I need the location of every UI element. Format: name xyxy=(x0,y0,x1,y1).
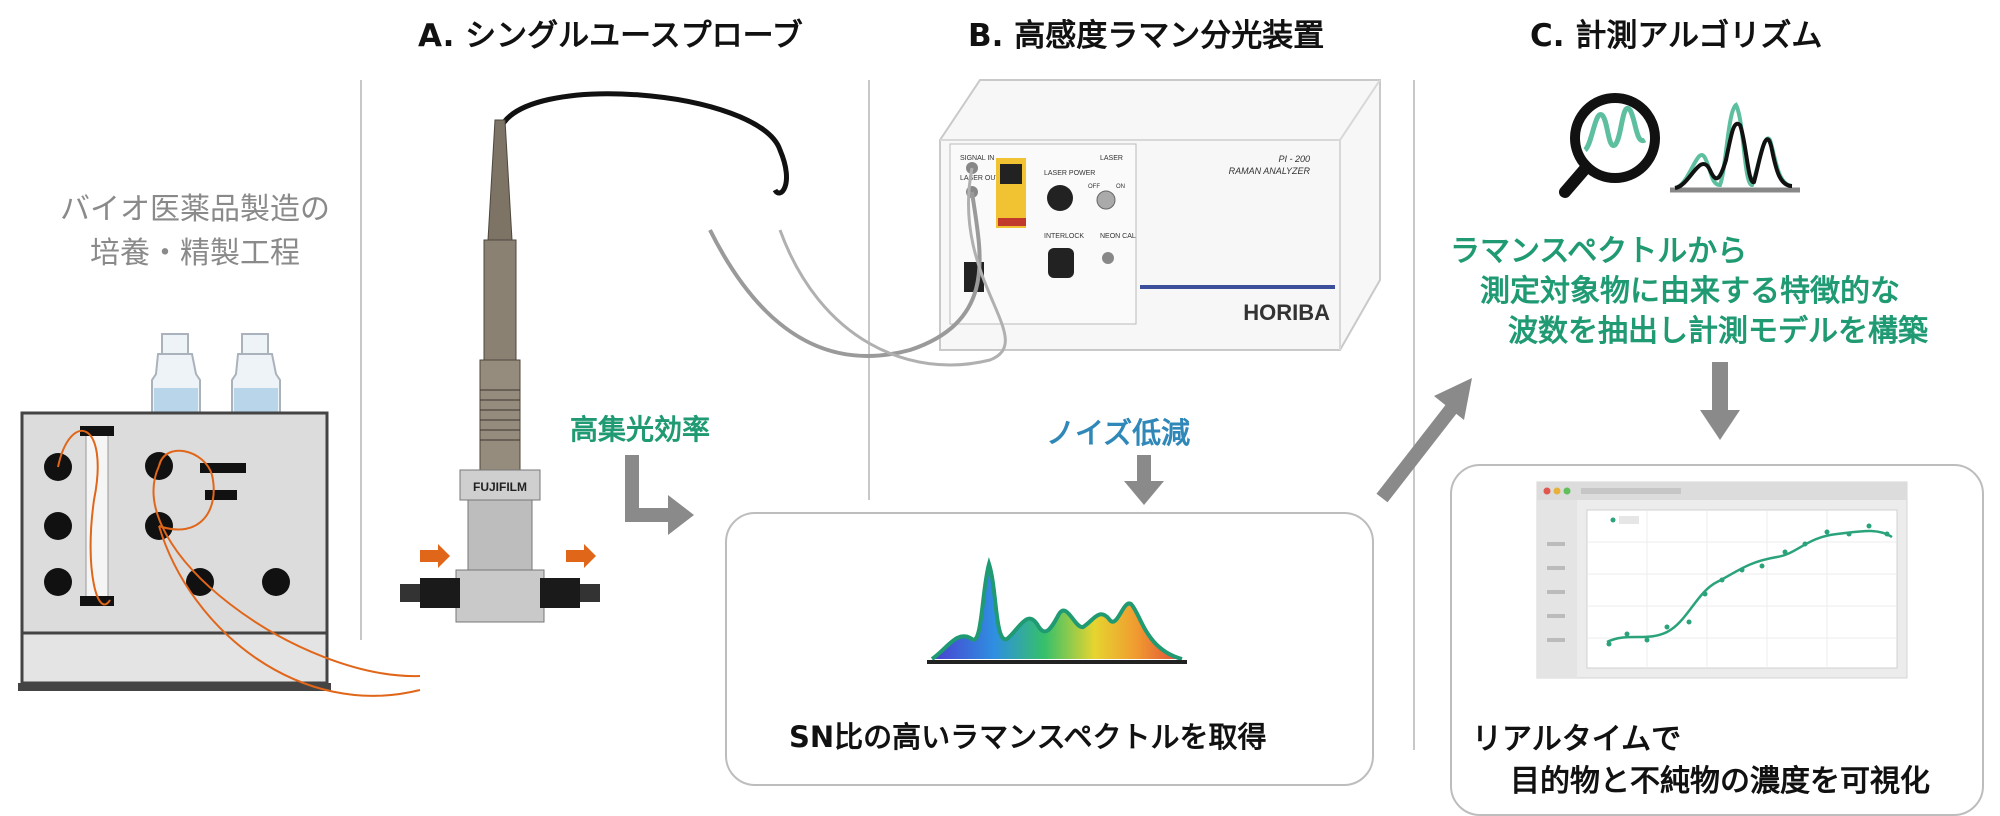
spectrum-caption: SN比の高いラマンスペクトルを取得 xyxy=(789,720,1267,754)
flow-arrow-icon xyxy=(566,544,596,568)
process-line-1: バイオ医薬品製造の xyxy=(60,192,330,227)
bottle-icon xyxy=(151,333,201,416)
algorithm-line-3: 波数を抽出し計測モデルを構築 xyxy=(1508,314,1928,349)
bottle-icon xyxy=(231,333,281,416)
divider-3 xyxy=(1413,80,1415,750)
divider-1 xyxy=(360,80,362,640)
bioreactor-illustration xyxy=(18,333,421,697)
result-line-2: 目的物と不純物の濃度を可視化 xyxy=(1510,764,1930,799)
probe-brand: FUJIFILM xyxy=(473,480,527,494)
laser-power-label: LASER POWER xyxy=(1044,170,1095,177)
off-label: OFF xyxy=(1088,184,1100,190)
spectrum-result-box: SN比の高いラマンスペクトルを取得 xyxy=(725,512,1374,786)
section-b-title: B. 高感度ラマン分光装置 xyxy=(968,18,1325,54)
probe-illustration: FUJIFILM xyxy=(400,91,789,623)
process-line-2: 培養・精製工程 xyxy=(90,236,300,271)
result-line-1: リアルタイムで xyxy=(1472,722,1682,757)
realtime-chart-window xyxy=(1536,481,1908,679)
down-arrow-icon xyxy=(1700,362,1740,440)
algorithm-line-2: 測定対象物に由来する特徴的な xyxy=(1480,274,1900,309)
laser-warning-icon xyxy=(1000,164,1022,184)
diagonal-arrow-icon xyxy=(1376,378,1472,503)
horiba-logo: HORIBA xyxy=(1243,300,1330,325)
algorithm-line-1: ラマンスペクトルから xyxy=(1450,234,1748,269)
flow-arrow-icon xyxy=(420,544,450,568)
laser-out-label: LASER OUT xyxy=(960,175,1000,182)
analyzer-model: PI - 200 xyxy=(1278,154,1310,164)
divider-2 xyxy=(868,80,870,500)
bent-arrow-icon xyxy=(625,455,694,535)
neon-cal-label: NEON CAL xyxy=(1100,233,1136,240)
section-c-title: C. 計測アルゴリズム xyxy=(1530,18,1823,54)
raman-analyzer-illustration: SIGNAL IN LASER OUT LASER POWER LASER OF… xyxy=(708,79,1381,367)
process-label: バイオ医薬品製造の 培養・精製工程 xyxy=(40,188,350,276)
probe-feature-label: 高集光効率 xyxy=(570,413,711,446)
noise-reduction-label: ノイズ低減 xyxy=(1046,416,1191,450)
visualization-result-box: リアルタイムで 目的物と不純物の濃度を可視化 xyxy=(1450,464,1984,816)
analyzer-name: RAMAN ANALYZER xyxy=(1229,166,1311,176)
laser-label: LASER xyxy=(1100,155,1123,162)
signal-in-label: SIGNAL IN xyxy=(960,155,994,162)
spectrum-search-icon xyxy=(1559,93,1800,198)
raman-spectrum-icon xyxy=(927,557,1187,664)
section-a-title: A. シングルユースプローブ xyxy=(418,18,803,54)
on-label: ON xyxy=(1116,184,1125,190)
interlock-label: INTERLOCK xyxy=(1044,233,1084,240)
down-arrow-icon xyxy=(1124,455,1164,505)
